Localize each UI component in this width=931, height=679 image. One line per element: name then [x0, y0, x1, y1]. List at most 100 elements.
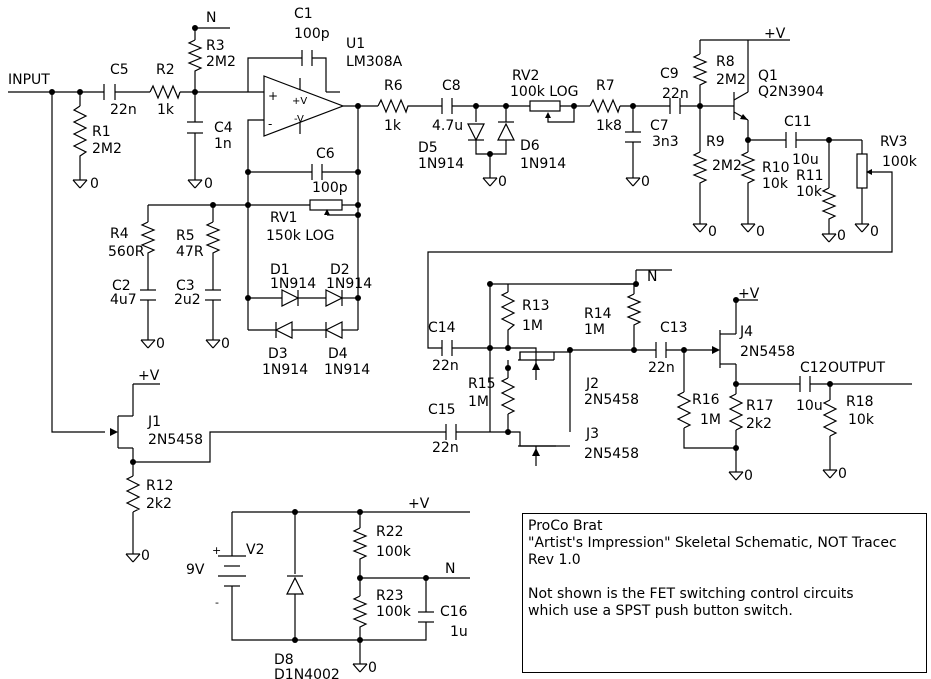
notes-revision: Rev 1.0 [528, 552, 581, 568]
c11-ref: C11 [784, 114, 812, 130]
opamp-vminus-label: -V [294, 114, 304, 125]
c2-value: 4u7 [110, 292, 137, 308]
j1-symbol [110, 415, 133, 449]
notes-text-line: Not shown is the FET switching control c… [528, 586, 854, 602]
c15-symbol [445, 424, 457, 440]
u1-ref: U1 [346, 36, 365, 52]
notes-text-line: which use a SPST push button switch. [528, 603, 793, 619]
d6-value: 1N914 [520, 156, 566, 172]
capacitor-symbols [103, 50, 811, 623]
v2-value: 9V [186, 562, 205, 578]
r23-value: 100k [376, 604, 412, 620]
r8-value: 2M2 [716, 72, 746, 88]
c12-value: 10u [796, 398, 823, 414]
r11-value: 10k [796, 184, 823, 200]
potentiometer-symbols [309, 100, 872, 215]
r5-ref: R5 [176, 228, 195, 244]
ground-label: 0 [641, 174, 650, 190]
c6-ref: C6 [316, 146, 335, 162]
c15-ref: C15 [428, 402, 456, 418]
v2-ref: V2 [246, 542, 264, 558]
r17-ref: R17 [746, 398, 774, 414]
r6-ref: R6 [384, 78, 403, 94]
c6-symbol [311, 164, 323, 180]
d3-value: 1N914 [262, 362, 308, 378]
d2-symbol [325, 289, 344, 307]
j4-symbol [712, 330, 737, 368]
c3-value: 2u2 [174, 292, 201, 308]
c14-ref: C14 [428, 320, 456, 336]
r8-symbol [692, 53, 708, 88]
r2-symbol [149, 84, 181, 100]
ground-label: 0 [837, 228, 846, 244]
c16-value: 1u [450, 624, 468, 640]
r23-symbol [352, 595, 368, 630]
text-labels: INPUT OUTPUT N +V N +V +V +V N + - +V -V… [8, 6, 918, 679]
q1-symbol [733, 91, 749, 121]
r1-value: 2M2 [92, 141, 122, 157]
input-label: INPUT [8, 72, 50, 88]
ground-label: 0 [90, 176, 99, 192]
r13-symbol [500, 291, 516, 332]
d1-ref: D1 [270, 262, 290, 278]
c1-value: 100p [294, 26, 330, 42]
opamp-u1-symbol [263, 75, 345, 137]
d6-symbol [497, 121, 515, 141]
diode-symbols [274, 121, 515, 595]
ground-label: 0 [204, 176, 213, 192]
ground-label: 0 [498, 174, 507, 190]
d2-ref: D2 [330, 262, 350, 278]
r15-ref: R15 [468, 376, 496, 392]
j3-ref: J3 [585, 426, 599, 442]
r15-symbol [500, 377, 516, 415]
vplus-label: +V [738, 286, 760, 302]
ground-label: 0 [756, 224, 765, 240]
rv3-ref: RV3 [880, 134, 907, 150]
r2-ref: R2 [156, 62, 175, 78]
c7-symbol [625, 131, 641, 143]
r14-value: 1M [584, 322, 605, 338]
c14-symbol [441, 340, 453, 356]
d5-value: 1N914 [418, 156, 464, 172]
junction-dots [49, 25, 833, 643]
c9-symbol [669, 98, 681, 114]
notes-spacer [528, 569, 926, 586]
r10-value: 10k [762, 176, 789, 192]
resistor-symbols [72, 39, 838, 630]
vplus-label: +V [764, 26, 786, 42]
r4-symbol [140, 221, 156, 256]
c6-value: 100p [312, 180, 348, 196]
vplus-label: +V [408, 496, 430, 512]
j4-ref: J4 [739, 324, 753, 340]
r10-symbol [740, 151, 756, 186]
rv2-value: 100k LOG [510, 84, 578, 100]
j2-value: 2N5458 [584, 392, 639, 408]
battery-plus-label: + [212, 544, 221, 557]
r12-symbol [125, 475, 141, 513]
c4-ref: C4 [214, 120, 233, 136]
rv3-value: 100k [882, 154, 918, 170]
c7-ref: C7 [650, 118, 669, 134]
r14-ref: R14 [584, 306, 612, 322]
c15-value: 22n [432, 440, 459, 456]
r11-ref: R11 [796, 168, 824, 184]
n-label: N [206, 10, 216, 26]
r2-value: 1k [157, 102, 175, 118]
r3-ref: R3 [206, 38, 225, 54]
d8-ref: D8 [274, 652, 294, 668]
r10-ref: R10 [762, 160, 790, 176]
c11-value: 10u [792, 152, 819, 168]
r17-value: 2k2 [746, 416, 772, 432]
c9-ref: C9 [660, 66, 679, 82]
c5-symbol [103, 84, 116, 100]
r3-symbol [187, 39, 203, 74]
notes-box: ProCo Brat "Artist's Impression" Skeleta… [522, 513, 927, 673]
r12-ref: R12 [146, 478, 174, 494]
ground-label: 0 [870, 224, 879, 240]
c12-ref: C12 [800, 360, 828, 376]
c7-value: 3n3 [652, 134, 679, 150]
c13-value: 22n [648, 360, 675, 376]
r7-symbol [589, 98, 621, 114]
c9-value: 22n [662, 86, 689, 102]
